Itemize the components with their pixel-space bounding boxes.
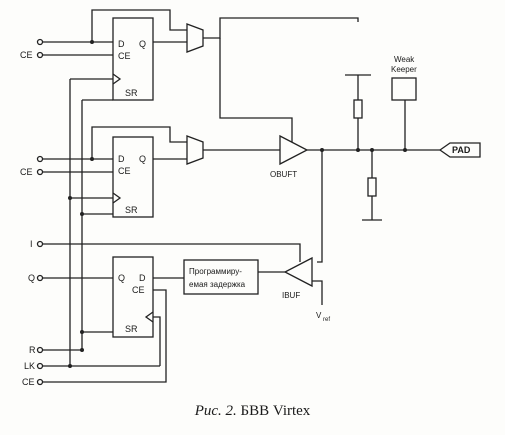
- flip-flop-tristate: [112, 136, 154, 218]
- flip-flop-output-1: [112, 17, 154, 101]
- caption-text: БВВ Virtex: [236, 403, 311, 419]
- delay-label-1: Программиру-: [189, 267, 242, 276]
- obuft-buffer: [279, 134, 309, 166]
- pin-lk: [36, 362, 44, 370]
- pin-q-label: Q: [28, 273, 35, 283]
- weak-keeper-label-1: Weak: [394, 55, 415, 64]
- ff2-sr-label: SR: [125, 205, 138, 215]
- ff3-clock-mark: [144, 311, 154, 323]
- pin-q: [36, 274, 44, 282]
- pin-ce-input: [36, 378, 44, 386]
- programmable-delay: [183, 259, 259, 295]
- ff3-d-label: D: [139, 273, 146, 283]
- ff1-sr-label: SR: [125, 88, 138, 98]
- pad-label: PAD: [452, 145, 471, 155]
- pin-lk-label: LK: [24, 361, 35, 371]
- obuft-label: OBUFT: [270, 170, 297, 179]
- pin-r: [36, 346, 44, 354]
- ff1-clock-mark: [112, 73, 122, 85]
- ff1-d-pin: [36, 38, 44, 46]
- pad: [438, 142, 481, 158]
- caption-figure-number: Рис. 2.: [194, 403, 237, 419]
- ff2-d-pin: [36, 155, 44, 163]
- ff3-q-label: Q: [118, 273, 125, 283]
- pulldown-resistor: [367, 177, 377, 197]
- vref-sub-label: ref: [323, 317, 330, 323]
- ff1-d-label: D: [118, 39, 125, 49]
- ff2-clock-mark: [112, 192, 122, 204]
- figure-caption: Рис. 2. БВВ Virtex: [0, 403, 505, 420]
- ff2-q-label: Q: [139, 154, 146, 164]
- flip-flop-input: [112, 256, 154, 338]
- ff1-ce-pin: [36, 51, 44, 59]
- mux-tristate: [186, 135, 204, 165]
- pin-i-label: I: [30, 239, 33, 249]
- ff1-ce-input-label: CE: [20, 50, 33, 60]
- ff2-ce-input-label: CE: [20, 167, 33, 177]
- mux-output: [186, 23, 204, 53]
- weak-keeper-box: [391, 77, 417, 101]
- ff1-q-label: Q: [139, 39, 146, 49]
- weak-keeper-label-2: Keeper: [391, 65, 417, 74]
- ibuf-buffer: [283, 256, 313, 288]
- pullup-resistor: [353, 99, 363, 119]
- pin-i: [36, 240, 44, 248]
- ff3-sr-label: SR: [125, 324, 138, 334]
- delay-label-2: емая задержка: [189, 280, 246, 289]
- ff2-ce-label: CE: [118, 166, 131, 176]
- pin-ce-input-label: CE: [22, 377, 35, 387]
- ff3-ce-label: CE: [132, 285, 145, 295]
- pin-r-label: R: [29, 345, 36, 355]
- ff2-ce-pin: [36, 168, 44, 176]
- ff1-ce-label: CE: [118, 51, 131, 61]
- vref-label: V: [316, 311, 322, 320]
- ibuf-label: IBUF: [282, 291, 300, 300]
- ff2-d-label: D: [118, 154, 125, 164]
